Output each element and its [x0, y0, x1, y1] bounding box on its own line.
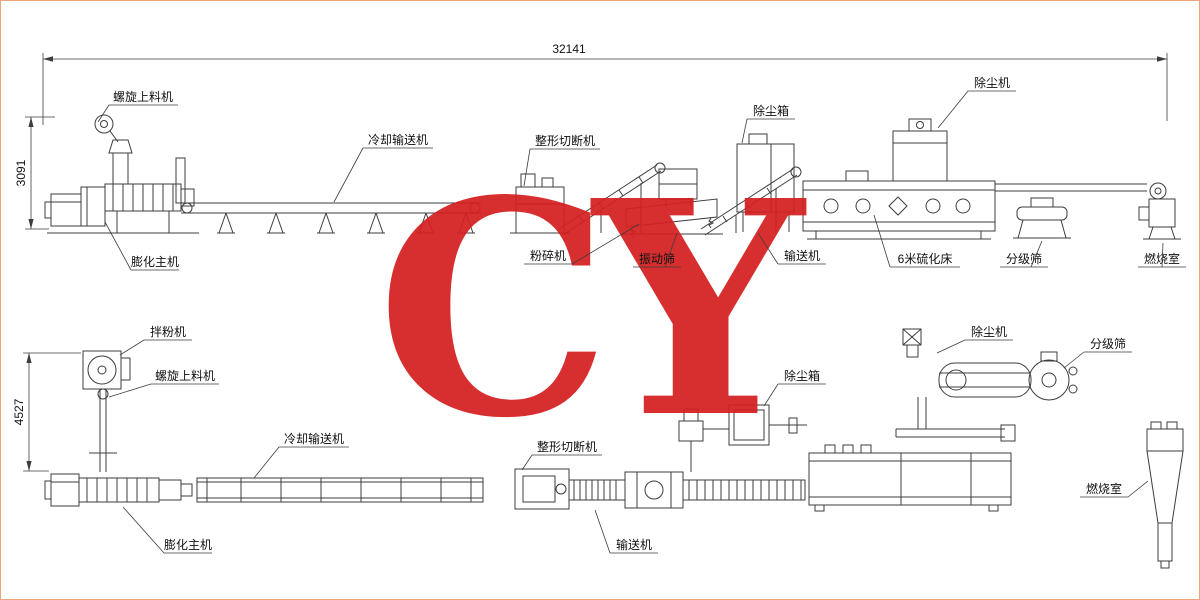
label-text: 振动筛 [639, 251, 675, 266]
label-dust-collector-plan: 除尘机 [936, 324, 1013, 354]
powder-mixer-plan-drawing [82, 350, 131, 390]
shaping-cutter-elevation-drawing [510, 173, 570, 234]
label-text: 燃烧室 [1086, 481, 1122, 496]
label-combustion-chamber-elevation: 燃烧室 [1138, 242, 1186, 268]
crusher-elevation-drawing [658, 168, 698, 207]
label-text: 冷却输送机 [284, 431, 344, 446]
label-dust-collector-elevation: 除尘机 [937, 75, 1016, 129]
label-dust-box-elevation: 除尘箱 [741, 103, 795, 144]
inclined-conveyor-2-drawing [700, 166, 802, 236]
watermark-logo: CY [376, 136, 809, 483]
cooling-conveyor-elevation-drawing [175, 157, 481, 234]
label-text: 整形切断机 [535, 133, 595, 148]
dimension-plan-height-value: 4527 [12, 398, 26, 425]
duct-plan-drawing [895, 397, 1016, 442]
label-text: 除尘箱 [784, 368, 820, 383]
dust-box-elevation-drawing [736, 133, 795, 232]
extruder-plan-drawing [44, 473, 193, 507]
label-crusher-elevation: 粉碎机 [524, 223, 640, 265]
inclined-conveyor-1-drawing [558, 162, 666, 236]
label-text: 冷却输送机 [368, 132, 428, 147]
label-combustion-chamber-plan: 燃烧室 [1080, 480, 1149, 498]
label-text: 6米硫化床 [898, 251, 953, 266]
combustion-chamber-elevation-drawing [1138, 198, 1181, 240]
label-text: 除尘机 [974, 75, 1010, 90]
fluidized-bed-plan-drawing [808, 444, 1012, 512]
label-extruder-elevation: 膨化主机 [104, 221, 179, 271]
label-powder-mixer-plan: 拌粉机 [119, 324, 192, 356]
dust-box-plan-drawing [678, 404, 807, 472]
grading-screen-plan-drawing [1028, 351, 1078, 401]
label-text: 粉碎机 [530, 248, 566, 263]
label-text: 螺旋上料机 [155, 369, 215, 383]
dimension-overall-length: 32141 [42, 42, 1168, 125]
label-cooling-conveyor-elevation: 冷却输送机 [333, 132, 433, 203]
label-grading-screen-elevation: 分级筛 [1000, 240, 1048, 268]
cooling-conveyor-plan-drawing [196, 477, 484, 503]
label-conveyor-elevation: 输送机 [757, 232, 826, 265]
label-shaping-cutter-plan: 整形切断机 [521, 439, 602, 471]
label-text: 膨化主机 [131, 255, 179, 269]
grading-screen-elevation-drawing [1013, 197, 1071, 239]
label-text: 整形切断机 [537, 439, 597, 454]
label-screw-feeder-elevation: 螺旋上料机 [97, 90, 178, 123]
dimension-elevation-height: 3091 [14, 116, 55, 230]
label-text: 拌粉机 [150, 324, 186, 339]
label-shaping-cutter-elevation: 整形切断机 [523, 133, 600, 187]
label-extruder-plan: 膨化主机 [122, 506, 212, 554]
label-text: 输送机 [784, 248, 820, 263]
dimension-plan-height: 4527 [12, 352, 81, 472]
label-dust-box-plan: 除尘箱 [763, 368, 826, 407]
label-text: 膨化主机 [164, 538, 212, 552]
label-screw-feeder-plan: 螺旋上料机 [108, 369, 219, 398]
dust-collector-plan-drawing [902, 328, 1032, 398]
fluidized-bed-elevation-drawing [802, 170, 996, 240]
label-fluidized-bed-elevation: 6米硫化床 [873, 214, 960, 268]
label-text: 分级筛 [1090, 336, 1126, 351]
label-cooling-conveyor-plan: 冷却输送机 [253, 431, 349, 479]
conveyor-plan-drawing [568, 471, 806, 509]
label-vibrating-screen-elevation: 振动筛 [633, 232, 681, 268]
label-text: 除尘机 [971, 324, 1007, 339]
exhaust-duct-elevation-drawing [995, 182, 1167, 200]
label-text: 螺旋上料机 [113, 90, 173, 104]
extruder-elevation-drawing [44, 114, 199, 234]
label-grading-screen-plan: 分级筛 [1063, 336, 1132, 369]
label-text: 输送机 [616, 537, 652, 552]
screw-feeder-plan-drawing [89, 388, 117, 472]
dimension-overall-length-value: 32141 [552, 42, 586, 56]
dimension-elevation-height-value: 3091 [14, 159, 28, 186]
label-conveyor-plan: 输送机 [594, 509, 658, 554]
label-text: 除尘箱 [753, 103, 789, 118]
combustion-chamber-plan-drawing [1146, 421, 1184, 569]
dust-collector-elevation-drawing [892, 118, 948, 182]
